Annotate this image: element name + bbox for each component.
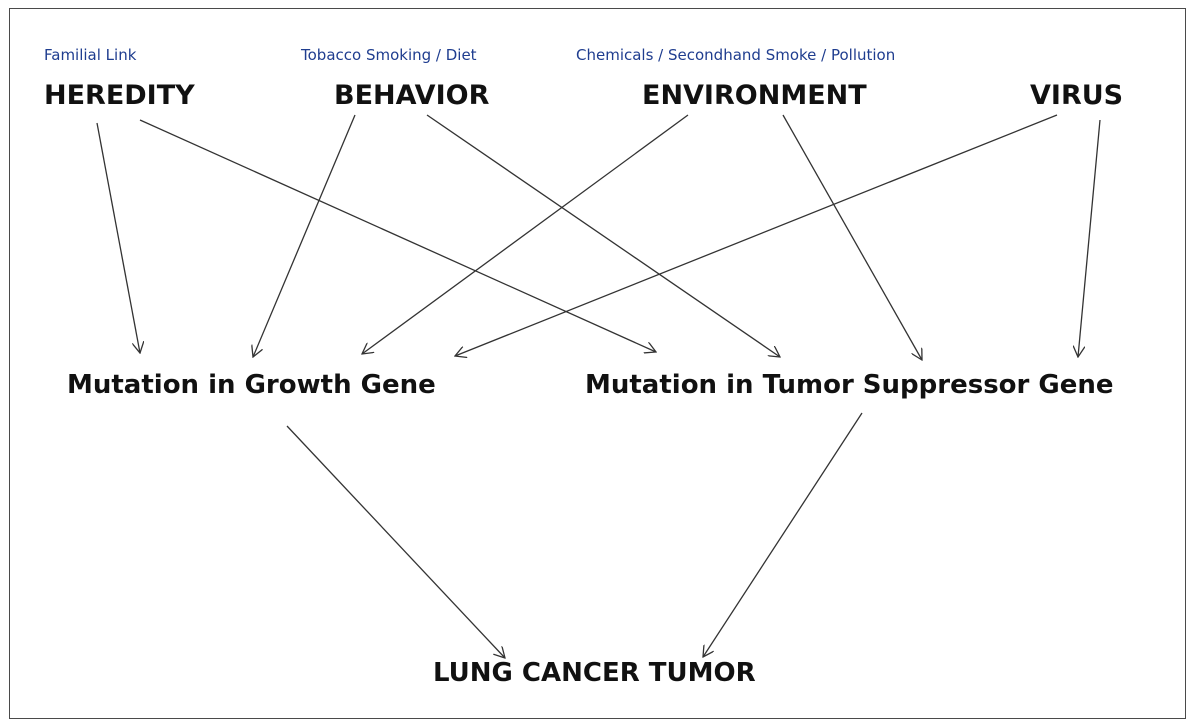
behavior-node: BEHAVIOR: [334, 80, 490, 111]
environment-sublabel: Chemicals / Secondhand Smoke / Pollution: [576, 46, 896, 64]
heredity-node: HEREDITY: [44, 80, 195, 111]
arrow-heredity-to-suppressor: [139, 119, 656, 352]
edge-group: [96, 114, 1101, 658]
heredity-sublabel: Familial Link: [44, 46, 137, 64]
behavior-sublabel: Tobacco Smoking / Diet: [301, 46, 477, 64]
lung-cancer-tumor-node: LUNG CANCER TUMOR: [433, 658, 756, 688]
arrow-behavior-to-suppressor: [426, 114, 780, 357]
arrow-virus-to-growth: [455, 114, 1058, 356]
arrow-heredity-to-growth: [96, 122, 140, 353]
arrow-growth-to-tumor: [286, 425, 505, 658]
environment-node: ENVIRONMENT: [642, 80, 867, 111]
tumor-suppressor-gene-mutation-node: Mutation in Tumor Suppressor Gene: [585, 370, 1114, 400]
arrow-virus-to-suppressor: [1078, 119, 1101, 357]
arrow-behavior-to-growth: [253, 114, 356, 357]
arrow-suppressor-to-tumor: [703, 412, 863, 657]
diagram-frame: [9, 8, 1186, 719]
growth-gene-mutation-node: Mutation in Growth Gene: [67, 370, 436, 400]
arrow-environment-to-growth: [362, 114, 689, 354]
virus-node: VIRUS: [1030, 80, 1124, 111]
arrow-environment-to-suppressor: [782, 114, 922, 360]
